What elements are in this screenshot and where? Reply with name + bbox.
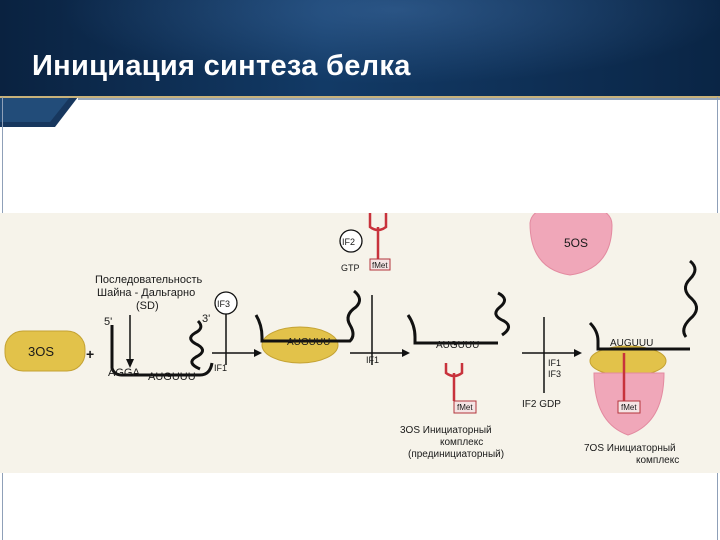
gtp-label: GTP [341,263,360,273]
start-seq-3-label: AUGUUU [436,340,479,351]
subunit-30s-shape [4,330,86,372]
slide-header: Инициация синтеза белка [0,0,720,97]
if1-b-label: IF1 [366,355,379,365]
sd-sequence-label: AGGA [108,367,140,379]
mrna-strand-2 [254,314,340,343]
sd-label-line-3: (SD) [136,300,159,312]
sd-label-line-1: Последовательность [95,274,202,286]
trna-2 [444,363,464,401]
sd-label-line-2: Шайна - Дальгарно [97,287,195,299]
mrna-strand-1 [110,325,214,377]
diagram-svg: 3OS + Последовательность Шайна - Дальгар… [4,213,698,466]
if2-gdp-label: IF2 GDP [522,399,561,410]
mrna-strand-4 [588,321,690,351]
if2-circle [339,229,363,253]
if3-c-label: IF3 [548,369,561,379]
if1-c-label: IF1 [548,358,561,368]
complex-30s-line-2: комплекс [440,437,483,448]
start-seq-1-label: AUGUUU [148,371,196,383]
fmet-2-label: fMet [457,403,473,412]
mrna-strand-3 [406,314,498,345]
plus-sign: + [86,346,94,362]
fmet-2-box [453,400,477,414]
complex-30s-line-1: 3OS Инициаторный [400,425,492,436]
stage2-arrow-head [402,349,410,357]
fmet-3-label: fMet [621,403,637,412]
mrna-hairpin-2 [340,289,361,343]
start-seq-2-label: AUGUUU [287,337,330,348]
translation-initiation-diagram: 3OS + Последовательность Шайна - Дальгар… [0,213,720,473]
stage3-arrow-head [574,349,582,357]
subunit-50s-label: 5OS [564,236,588,250]
slide-title: Инициация синтеза белка [32,50,411,82]
mrna-hairpin-3 [494,291,510,337]
if1-a-label: IF1 [214,363,227,373]
mrna-hairpin-1 [189,319,204,371]
subunit-50s-shape [529,213,613,276]
header-glow [0,0,720,97]
start-seq-4-label: AUGUUU [610,338,653,349]
if3-label: IF3 [217,299,230,309]
subunit-30s-label: 3OS [28,344,54,359]
mrna-hairpin-4 [682,259,698,338]
subunit-30s-stage2 [261,326,339,364]
fmet-1-label: fMet [372,261,388,270]
five-prime-label: 5' [104,316,112,328]
if2-label: IF2 [342,237,355,247]
complex-70s-line-2: комплекс [636,455,679,466]
sd-arrow-head [126,359,134,368]
header-accent [0,96,720,127]
complex-70s-line-1: 7OS Инициаторный [584,443,676,454]
fmet-3-box [617,400,641,414]
three-prime-label: 3' [202,313,210,325]
stage1-arrow-head [254,349,262,357]
complex-30s-line-3: (прединициаторный) [408,449,504,460]
fmet-1-box [369,258,391,271]
trna-1 [368,213,388,259]
